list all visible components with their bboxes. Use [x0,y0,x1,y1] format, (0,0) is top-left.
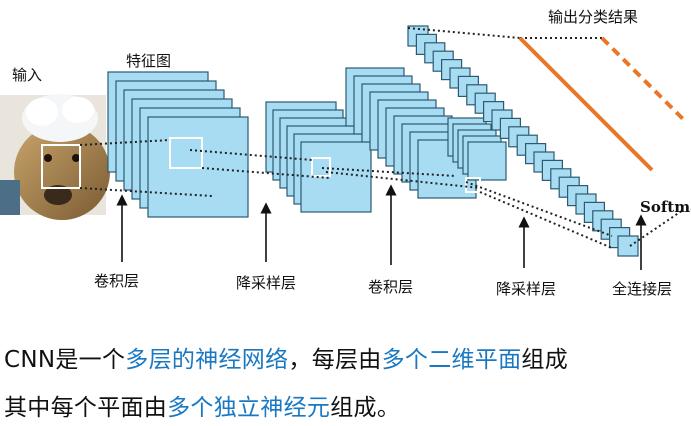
label-softmax: Softmax [640,198,691,216]
label-conv-layer-2: 卷积层 [368,278,413,296]
label-fully-connected: 全连接层 [612,280,672,298]
label-input: 输入 [12,66,42,84]
input-dog-image [0,94,110,220]
label-output: 输出分类结果 [548,8,638,26]
caption-text: ，每层由 [288,347,382,373]
caption-line-1: CNN是一个多层的神经网络，每层由多个二维平面组成 [4,340,568,374]
caption-text: CNN是一个 [4,347,126,373]
feature-map-plane [617,235,639,257]
pooling-layer-1-maps [265,101,372,213]
label-pooling-layer-2: 降采样层 [496,280,556,298]
label-conv-layer-1: 卷积层 [94,272,139,290]
connection-lines [79,27,684,249]
label-feature-map: 特征图 [126,52,171,70]
caption-line-2: 其中每个平面由多个独立神经元组成。 [4,388,400,422]
pool2-window [465,177,481,193]
pooling-layer-2-maps [447,117,507,181]
conv1-window [169,137,203,169]
conv-layer-1-maps [107,71,249,218]
caption-highlight: 多个独立神经元 [167,395,331,421]
feature-map-plane [467,141,507,181]
layer-arrows [116,184,647,270]
caption-highlight: 多层的神经网络 [125,347,289,373]
label-pooling-layer-1: 降采样层 [236,274,296,292]
input-receptive-field-box [41,144,81,189]
caption-text: 组成。 [330,395,401,421]
caption-highlight: 多个二维平面 [381,347,522,373]
pool1-window [311,157,331,177]
output-lines [518,36,688,172]
fully-connected-units [407,25,639,257]
caption-text: 组成 [521,347,569,373]
caption-text: 其中每个平面由 [4,395,168,421]
cnn-architecture-diagram: 输入 特征图 卷积层 降采样层 卷积层 降采样层 全连接层 输出分类结果 Sof… [0,8,691,298]
